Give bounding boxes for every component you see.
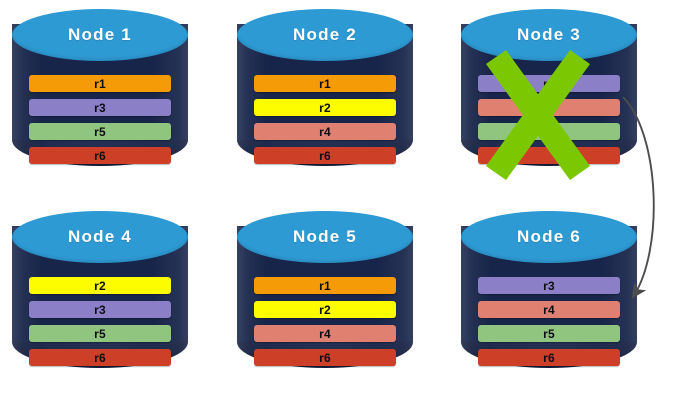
record-label: r1 <box>319 278 331 293</box>
record-band[interactable]: r6 <box>29 349 171 366</box>
node-top-disc <box>237 9 413 61</box>
record-band[interactable] <box>478 147 620 164</box>
node-top-disc <box>237 211 413 263</box>
record-band[interactable]: r4 <box>254 123 396 140</box>
record-band[interactable]: r1 <box>254 277 396 294</box>
record-band[interactable]: r1 <box>29 75 171 92</box>
node-record-list: r3 <box>478 75 620 164</box>
record-label: r3 <box>94 302 106 317</box>
node-title: Node 6 <box>517 227 581 246</box>
node-title: Node 3 <box>517 25 581 44</box>
record-label: r5 <box>543 326 555 341</box>
record-label: r4 <box>319 326 331 341</box>
node-cylinder-3[interactable]: Node 3 r3 <box>461 9 637 181</box>
node-cylinder-2[interactable]: Node 2 r1 r2 r4 r6 <box>237 9 413 181</box>
record-band[interactable]: r5 <box>29 325 171 342</box>
record-label: r6 <box>94 350 106 365</box>
record-band[interactable]: r3 <box>478 75 620 92</box>
record-band[interactable]: r4 <box>254 325 396 342</box>
record-label: r2 <box>319 100 331 115</box>
record-label: r6 <box>319 148 331 163</box>
record-band[interactable]: r6 <box>29 147 171 164</box>
node-record-list: r2 r3 r5 r6 <box>29 277 171 366</box>
record-band[interactable]: r6 <box>478 349 620 366</box>
node-title: Node 5 <box>293 227 357 246</box>
node-title: Node 2 <box>293 25 357 44</box>
record-band[interactable]: r3 <box>478 277 620 294</box>
record-band[interactable]: r3 <box>29 99 171 116</box>
record-label: r6 <box>543 350 555 365</box>
node-cylinder-5[interactable]: Node 5 r1 r2 r4 r6 <box>237 211 413 383</box>
node-record-list: r3 r4 r5 r6 <box>478 277 620 366</box>
node-cylinder-1[interactable]: Node 1 r1 r3 r5 r6 <box>12 9 188 181</box>
record-label: r1 <box>319 76 331 91</box>
record-band[interactable]: r4 <box>478 301 620 318</box>
node-record-list: r1 r2 r4 r6 <box>254 277 396 366</box>
node-title: Node 4 <box>68 227 132 246</box>
record-label: r3 <box>543 278 555 293</box>
node-top-disc <box>461 211 637 263</box>
record-band[interactable]: r5 <box>29 123 171 140</box>
node-cylinder-6[interactable]: Node 6 r3 r4 r5 r6 <box>461 211 637 383</box>
record-band[interactable]: r6 <box>254 349 396 366</box>
record-band[interactable]: r2 <box>254 301 396 318</box>
record-band[interactable]: r5 <box>478 325 620 342</box>
record-band[interactable] <box>478 123 620 140</box>
record-label: r3 <box>94 100 106 115</box>
record-band[interactable]: r2 <box>254 99 396 116</box>
node-record-list: r1 r2 r4 r6 <box>254 75 396 164</box>
node-cylinder-4[interactable]: Node 4 r2 r3 r5 r6 <box>12 211 188 383</box>
record-label: r5 <box>94 124 106 139</box>
record-label: r6 <box>319 350 331 365</box>
record-label: r4 <box>319 124 331 139</box>
record-band[interactable]: r2 <box>29 277 171 294</box>
node-top-disc <box>12 211 188 263</box>
record-label: r4 <box>543 302 555 317</box>
record-label: r1 <box>94 76 106 91</box>
record-label: r2 <box>319 302 331 317</box>
record-label: r5 <box>94 326 106 341</box>
node-record-list: r1 r3 r5 r6 <box>29 75 171 164</box>
record-label: r6 <box>94 148 106 163</box>
record-label: r3 <box>543 76 555 91</box>
record-band[interactable]: r1 <box>254 75 396 92</box>
record-band[interactable] <box>478 99 620 116</box>
record-label: r2 <box>94 278 106 293</box>
node-title: Node 1 <box>68 25 132 44</box>
record-band[interactable]: r3 <box>29 301 171 318</box>
node-top-disc <box>12 9 188 61</box>
record-band[interactable]: r6 <box>254 147 396 164</box>
